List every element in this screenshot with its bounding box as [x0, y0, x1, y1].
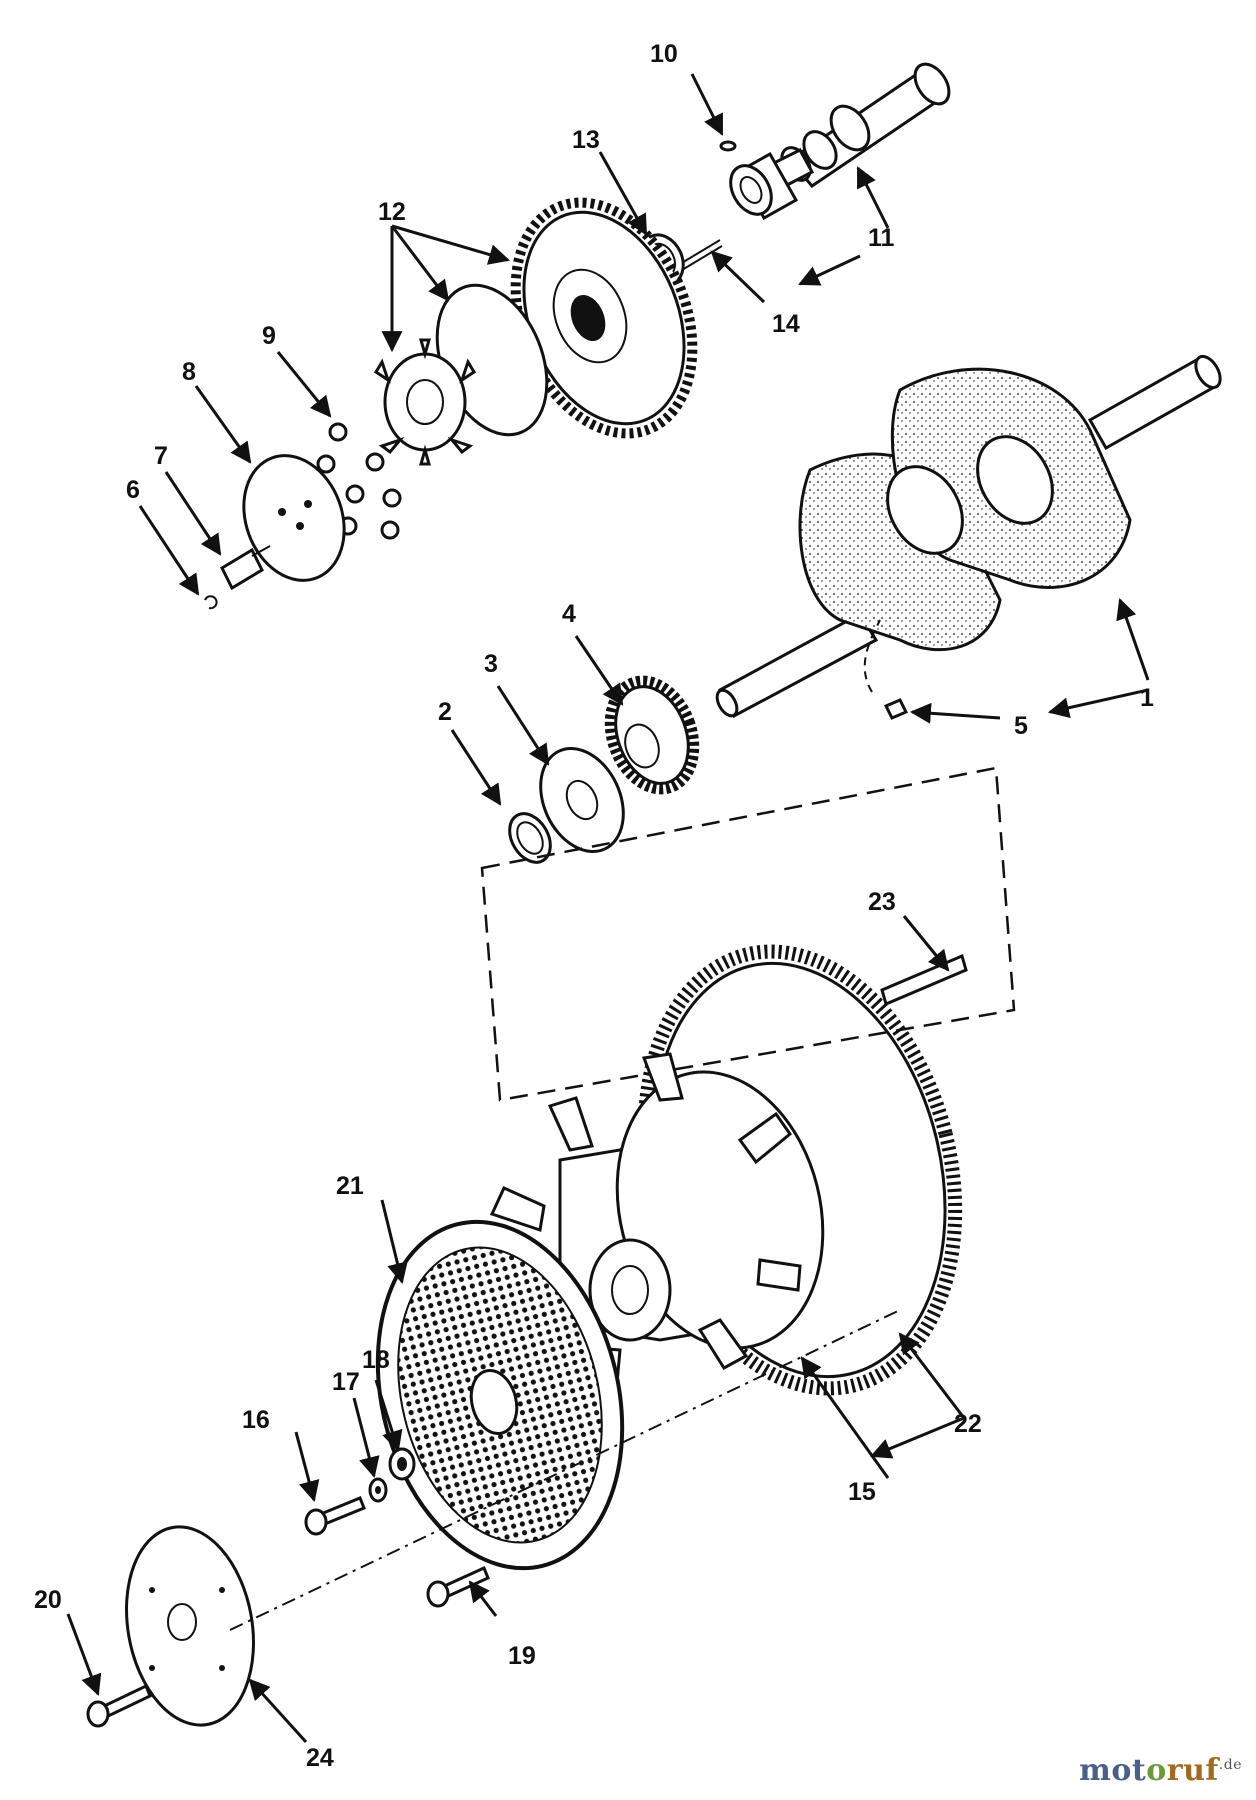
snap-ring-2 — [508, 812, 552, 864]
callout-1: 1 — [1140, 684, 1154, 712]
callout-3: 3 — [484, 650, 498, 678]
watermark-logo: motoruf.de — [1079, 1753, 1242, 1788]
callout-8: 8 — [182, 358, 196, 386]
assembly-dashed-line — [480, 766, 1016, 1102]
callout-10: 10 — [650, 40, 678, 68]
clip-6 — [204, 595, 218, 610]
screw-16 — [304, 1496, 366, 1536]
cam-bushing — [729, 151, 799, 221]
cam-gear — [510, 197, 698, 439]
crank-key-5 — [883, 698, 909, 720]
callout-20: 20 — [34, 1586, 62, 1614]
callout-15: 15 — [848, 1478, 876, 1506]
callout-4: 4 — [562, 600, 576, 628]
callout-12: 12 — [378, 198, 406, 226]
flywheel-key-23 — [880, 953, 968, 1007]
crank-gear — [604, 675, 700, 795]
pin-10 — [719, 140, 737, 152]
bolt-7 — [220, 545, 271, 591]
callout-13: 13 — [572, 126, 600, 154]
callout-2: 2 — [438, 698, 452, 726]
callout-9: 9 — [262, 322, 276, 350]
callout-7: 7 — [154, 442, 168, 470]
callout-22: 22 — [954, 1410, 982, 1438]
callout-21: 21 — [336, 1172, 364, 1200]
callout-23: 23 — [868, 888, 896, 916]
screw-20 — [86, 1683, 152, 1728]
callout-11: 11 — [868, 224, 895, 252]
watermark-part-1: mot — [1079, 1753, 1147, 1788]
watermark-tld: .de — [1218, 1757, 1242, 1773]
callout-16: 16 — [242, 1406, 270, 1434]
crankshaft — [715, 354, 1222, 719]
fan-screen — [375, 1219, 625, 1571]
callout-19: 19 — [508, 1642, 536, 1670]
callout-5: 5 — [1014, 712, 1028, 740]
camshaft — [758, 62, 951, 197]
washer-18 — [388, 1447, 416, 1481]
callout-24: 24 — [306, 1744, 334, 1772]
washer-17 — [368, 1477, 388, 1503]
adapter-plate-24 — [125, 1525, 255, 1727]
governor-plate — [242, 454, 346, 582]
flywheel — [489, 1052, 825, 1396]
callout-17: 17 — [332, 1368, 360, 1396]
governor-cup — [373, 338, 477, 466]
washer-3 — [539, 746, 625, 854]
callout-labels: 1 2 3 4 5 6 7 8 9 10 11 12 13 14 15 16 1… — [34, 40, 1154, 1772]
axis-line-lower — [229, 1309, 901, 1631]
flyweight-balls — [316, 422, 402, 540]
leader-lines — [66, 73, 1150, 1744]
callout-18: 18 — [362, 1346, 390, 1374]
callout-14: 14 — [772, 310, 800, 338]
watermark-part-3: ruf — [1166, 1753, 1219, 1788]
watermark-part-2: o — [1146, 1753, 1167, 1788]
screw-19 — [426, 1565, 490, 1608]
callout-6: 6 — [126, 476, 140, 504]
